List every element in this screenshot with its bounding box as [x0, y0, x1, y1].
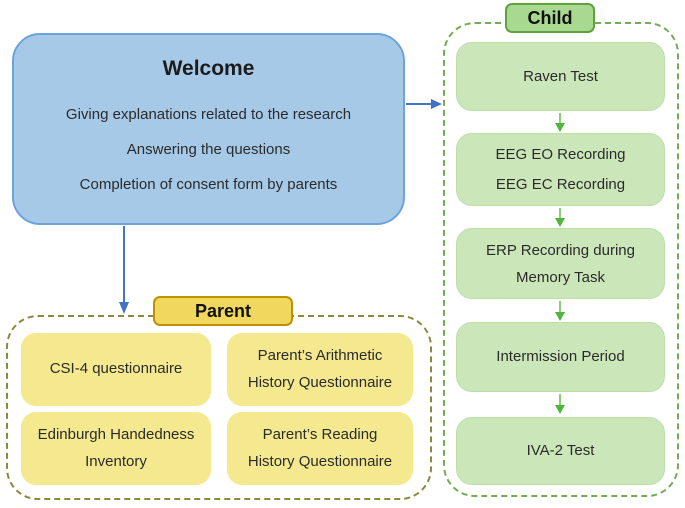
child-group-label: Child: [505, 3, 595, 33]
child-step-intermission: Intermission Period: [456, 322, 665, 392]
parent-item-csi4: CSI-4 questionnaire: [21, 333, 211, 406]
arrow-welcome-to-parent: [119, 226, 129, 314]
child-step-raven-test: Raven Test: [456, 42, 665, 111]
parent-item-edinburgh-handedness: Edinburgh Handedness Inventory: [21, 412, 211, 485]
welcome-box: Welcome Giving explanations related to t…: [12, 33, 405, 225]
parent-item-reading-history: Parent’s Reading History Questionnaire: [227, 412, 413, 485]
parent-item-arithmetic-history: Parent’s Arithmetic History Questionnair…: [227, 333, 413, 406]
welcome-line-explanations: Giving explanations related to the resea…: [65, 105, 352, 123]
child-step-eeg-recording: EEG EO Recording EEG EC Recording: [456, 133, 665, 206]
parent-group-label: Parent: [153, 296, 293, 326]
welcome-line-consent: Completion of consent form by parents: [79, 175, 338, 193]
welcome-title: Welcome: [162, 56, 255, 80]
arrow-welcome-to-child: [406, 99, 442, 109]
welcome-line-questions: Answering the questions: [126, 140, 291, 158]
child-step-iva2-test: IVA-2 Test: [456, 417, 665, 485]
child-step-erp-recording: ERP Recording during Memory Task: [456, 228, 665, 299]
